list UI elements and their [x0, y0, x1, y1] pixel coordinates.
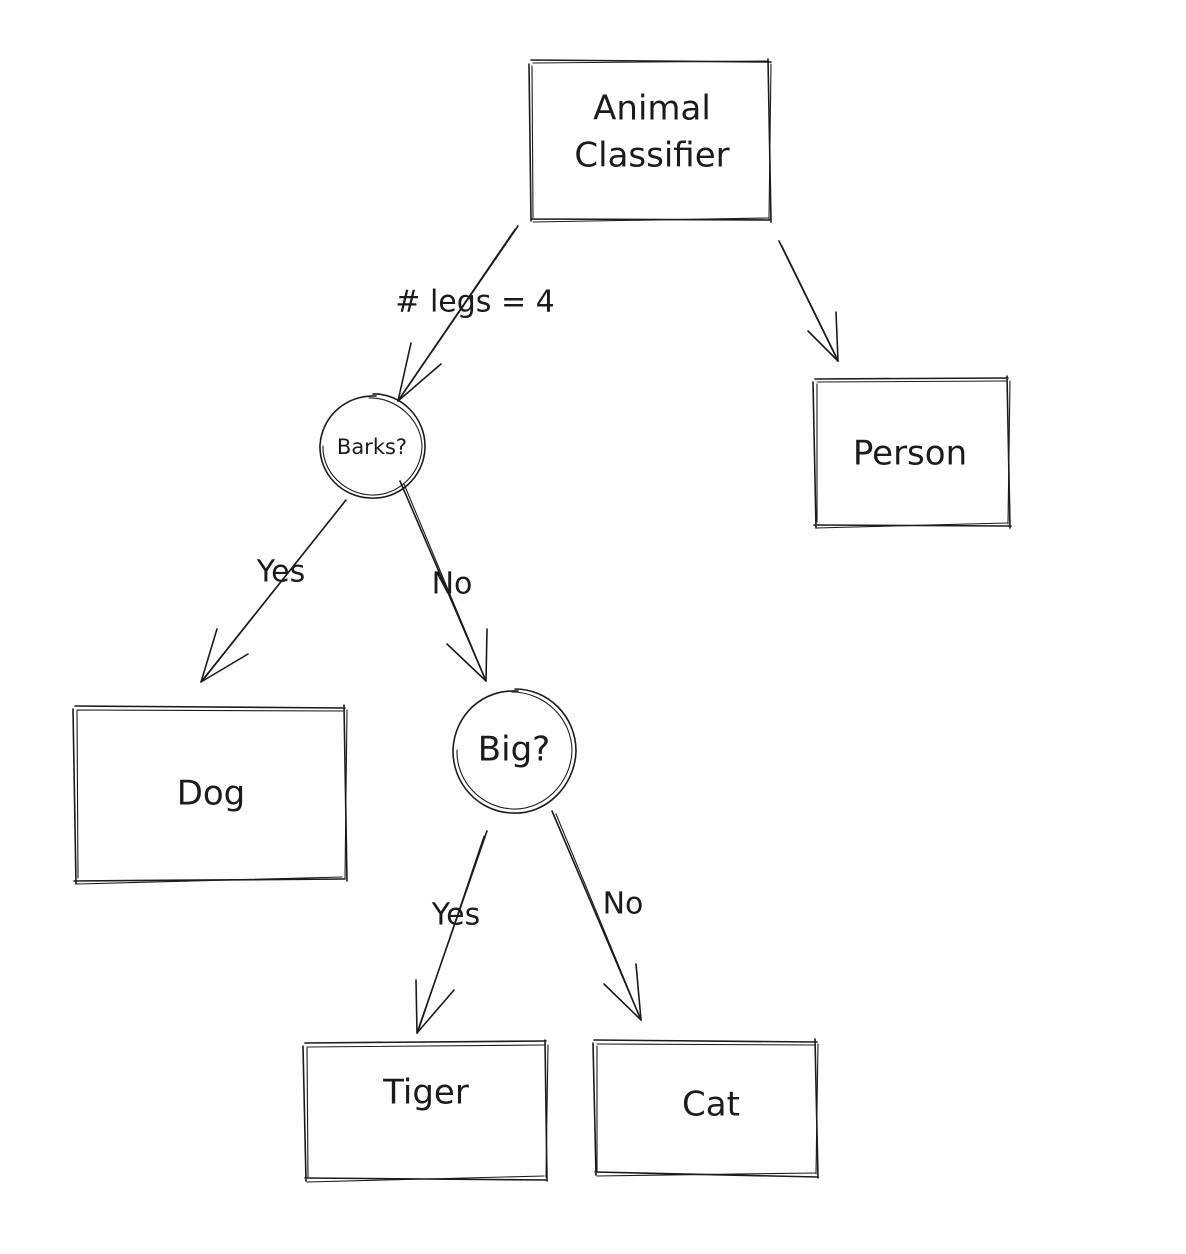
edge-label-barks-no: No	[432, 567, 473, 602]
node-root-label-line2: Classifier	[574, 136, 729, 176]
node-cat: Cat	[592, 1038, 819, 1179]
node-dog: Dog	[72, 704, 348, 885]
edge-barks-to-dog	[200, 499, 347, 683]
node-barks: Barks?	[319, 393, 426, 499]
edge-root-to-barks	[397, 225, 519, 402]
node-dog-label: Dog	[177, 774, 246, 814]
node-barks-label: Barks?	[337, 435, 407, 459]
node-tiger: Tiger	[302, 1039, 549, 1183]
edge-big-to-cat	[551, 810, 642, 1021]
edge-label-big-no: No	[603, 887, 644, 922]
node-cat-label: Cat	[682, 1085, 740, 1125]
node-person: Person	[812, 375, 1012, 529]
node-root-label-line1: Animal	[593, 89, 711, 129]
edge-label-barks-yes: Yes	[256, 555, 305, 590]
edge-label-legs: # legs = 4	[395, 285, 554, 320]
node-root: Animal Classifier	[528, 58, 772, 223]
node-big: Big?	[452, 688, 577, 814]
edge-label-big-yes: Yes	[431, 898, 480, 933]
edge-barks-to-big	[399, 480, 488, 682]
node-big-label: Big?	[478, 730, 550, 770]
edge-root-to-person	[778, 240, 839, 362]
node-person-label: Person	[853, 434, 967, 474]
edge-big-to-tiger	[415, 830, 488, 1034]
node-tiger-label: Tiger	[382, 1073, 469, 1113]
